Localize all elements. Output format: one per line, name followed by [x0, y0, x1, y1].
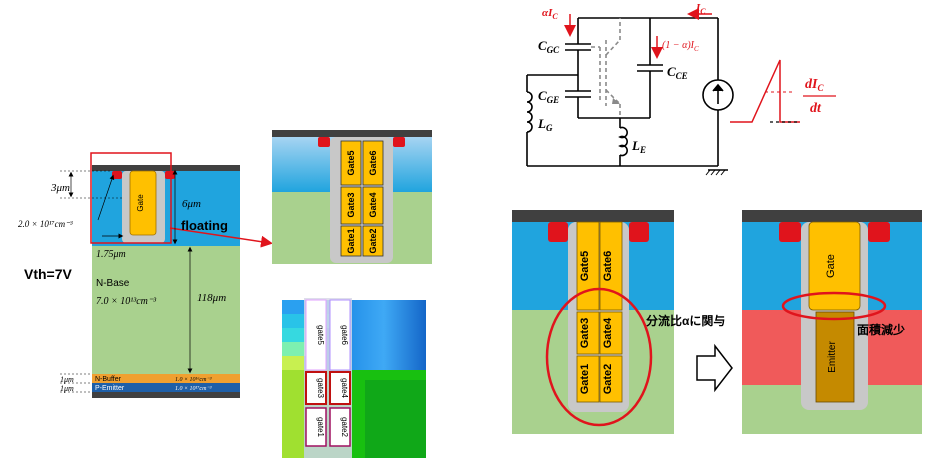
svg-text:LE: LE	[631, 138, 646, 155]
ground-hatch	[705, 169, 726, 176]
zoom-gate2: Gate2	[368, 228, 378, 253]
vth-label: Vth=7V	[24, 266, 73, 282]
bottom-metal	[92, 392, 240, 398]
svg-text:dt: dt	[810, 101, 822, 116]
nbase-doping: 7.0 × 10¹³cm⁻³	[96, 296, 157, 307]
zoom-gate5: Gate5	[346, 150, 356, 175]
after-gate-label: Gate	[825, 254, 837, 278]
svg-text:(1 − α)IC: (1 − α)IC	[662, 40, 699, 53]
area-reduction-ellipse	[781, 291, 887, 321]
zoom-gate-grid	[340, 140, 384, 257]
sim-gate6: gate6	[340, 325, 349, 346]
igbt-symbol	[591, 18, 621, 118]
before-gate5: Gate5	[579, 251, 591, 282]
n-base-region	[92, 246, 240, 374]
zoom-gate6: Gate6	[368, 150, 378, 175]
doping-top: 2.0 × 10¹⁷cm⁻³	[18, 219, 73, 229]
svg-text:CGE: CGE	[538, 88, 559, 105]
svg-text:CGC: CGC	[538, 38, 560, 55]
zoom-box	[90, 152, 172, 244]
after-emitter-label: Emitter	[827, 340, 838, 372]
svg-text:LG: LG	[537, 116, 553, 133]
device-cross-section: Gate	[60, 152, 273, 398]
zoom-gate1: Gate1	[346, 228, 356, 253]
circuit-label-cge: CGE	[538, 88, 559, 105]
ramp-waveform	[730, 59, 800, 123]
before-gate2: Gate2	[602, 364, 614, 395]
depth-3um: 3μm	[50, 182, 70, 194]
equivalent-circuit	[526, 17, 734, 171]
zoom-gate3: Gate3	[346, 192, 356, 217]
gate-label: Gate	[136, 194, 145, 212]
n-plus-right	[165, 171, 175, 179]
floating-label: floating	[181, 218, 228, 233]
top-metal	[92, 165, 240, 171]
circuit-label-one-minus-alpha: (1 − α)IC	[662, 40, 699, 53]
structure-after	[742, 210, 922, 434]
before-gate4: Gate4	[602, 317, 614, 348]
sim-gate1: gate1	[316, 417, 325, 438]
sim-gate3: gate3	[316, 378, 325, 399]
transition-arrow-icon	[696, 343, 733, 393]
trench-width: 1.75μm	[96, 249, 126, 260]
circuit-label-cgc: CGC	[538, 38, 560, 55]
p-base-region	[92, 171, 240, 246]
split-ratio-annotation: 分流比αに関与	[646, 313, 725, 328]
nbase-thickness: 118μm	[197, 292, 226, 304]
gate-poly	[129, 170, 157, 236]
depth-6um: 6μm	[182, 198, 201, 210]
circuit-label-di-dt: dIC dt	[803, 77, 836, 116]
area-reduction-annotation: 面積減少	[857, 322, 905, 337]
pemitter-label: P-Emitter	[95, 385, 125, 392]
nbuffer-doping: 1.0 × 10¹⁶cm⁻³	[175, 377, 212, 383]
zoomed-trench: Gate5 Gate6 Gate3 Gate4 Gate1 Gate2	[272, 130, 432, 264]
svg-text:αIC: αIC	[542, 7, 558, 21]
nbase-label: N-Base	[96, 278, 130, 289]
zoom-arrow	[169, 227, 273, 248]
svg-text:dIC: dIC	[805, 77, 824, 93]
split-ratio-ellipse	[545, 287, 653, 427]
svg-text:CCE: CCE	[667, 64, 688, 81]
svg-text:IC: IC	[695, 2, 706, 16]
p-emitter-region	[92, 383, 240, 392]
simulation-field-plot: gate5 gate6 gate3 gate4 gate1 gate2	[282, 298, 426, 458]
circuit-label-le: LE	[631, 138, 646, 155]
thickness-1um-a: 1μm	[60, 375, 74, 384]
n-buffer-region	[92, 374, 240, 383]
pemitter-doping: 1.0 × 10¹⁷cm⁻³	[175, 386, 212, 392]
thickness-1um-b: 1μm	[60, 384, 74, 393]
nbuffer-label: N-Buffer	[95, 376, 122, 383]
circuit-label-lg: LG	[537, 116, 553, 133]
zoom-gate4: Gate4	[368, 192, 378, 217]
before-gate6: Gate6	[602, 251, 614, 282]
before-gate1: Gate1	[579, 364, 591, 395]
sim-gate2: gate2	[340, 417, 349, 438]
structure-before	[512, 210, 674, 434]
circuit-label-ic: IC	[695, 2, 706, 16]
sim-gate4: gate4	[340, 378, 349, 399]
igbt-emitter-arrow	[612, 98, 620, 104]
n-plus-left	[112, 171, 122, 179]
circuit-label-cce: CCE	[667, 64, 688, 81]
before-gate3: Gate3	[579, 318, 591, 349]
sim-gate5: gate5	[316, 325, 325, 346]
circuit-label-alpha-ic: αIC	[542, 7, 558, 21]
